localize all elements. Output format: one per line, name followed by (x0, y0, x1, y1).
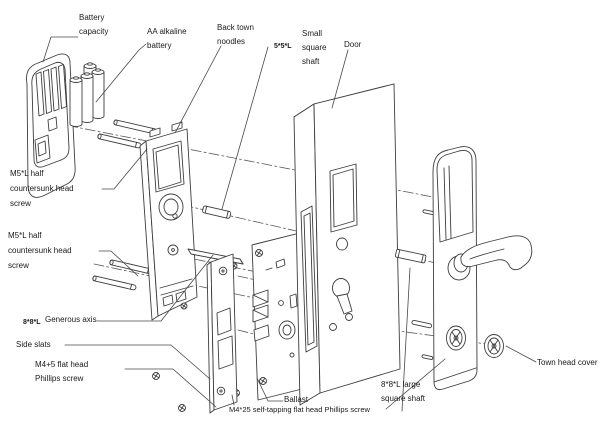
label-ballast: Ballast (284, 395, 309, 404)
label-small-square-shaft: Small square shaft (302, 29, 327, 66)
door-panel (293, 83, 401, 406)
leader-lines (42, 36, 537, 412)
back-plate (139, 121, 198, 321)
label-generous-axis: Generous axis (45, 315, 97, 324)
aa-batteries (69, 62, 105, 127)
front-plate (432, 146, 478, 391)
label-m4-25-screw: M4*25 self-tapping flat head Phillips sc… (229, 405, 370, 414)
town-head-cover (484, 334, 504, 358)
label-side-slats: Side slats (16, 340, 51, 349)
label-m4-5-screw: M4+5 flat head Phillips screw (35, 360, 89, 383)
label-door: Door (344, 40, 362, 49)
label-battery-capacity: Battery capacity (79, 13, 109, 36)
large-square-shaft (394, 248, 427, 264)
label-back-panel: Back town noodles (217, 23, 254, 46)
fixing-screws (411, 209, 436, 360)
label-m5-screw-upper: M5*L half countersunk head screw (10, 169, 74, 208)
lever-handle (460, 235, 533, 271)
label-small-shaft-size: 5*5*L (274, 43, 292, 50)
label-large-square-shaft: 8*8*L large square shaft (381, 380, 426, 403)
battery-cover (26, 53, 76, 198)
label-town-head-cover: Town head cover (537, 358, 598, 367)
label-generous-axis-size: 8*8*L (23, 319, 41, 326)
label-aa-battery: AA alkaline battery (147, 27, 187, 50)
side-slats-plate (206, 253, 238, 414)
small-square-shaft (202, 205, 232, 219)
m5-screws-lower (92, 259, 154, 291)
label-m5-screw-lower: M5*L half countersunk head screw (8, 231, 72, 270)
